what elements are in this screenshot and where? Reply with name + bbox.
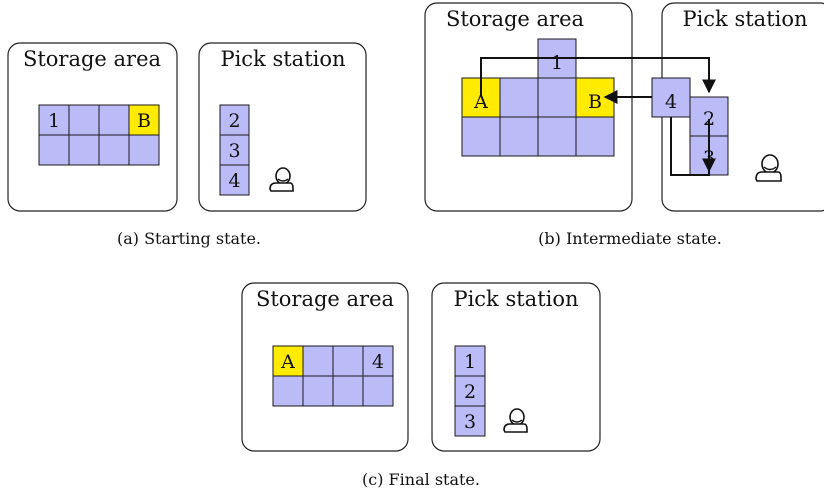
panel-a-caption: (a) Starting state. [117, 229, 261, 248]
panel-c-grid-cell-4 [362, 345, 394, 377]
panel-b-arrow-a-to-pick-station [480, 57, 716, 96]
panel-b-label-b: B [588, 91, 602, 113]
panel-a-grid-cell [38, 134, 70, 166]
panel-c-grid-cell [302, 375, 334, 407]
operator-icon [503, 408, 528, 433]
operator-icon [755, 154, 782, 182]
panel-a-grid-cell [98, 104, 130, 136]
panel-b-grid-cell [537, 77, 577, 118]
panel-c-queue-bin-1 [454, 345, 486, 377]
panel-c-grid-cell [362, 375, 394, 407]
panel-a-queue-bin-4 [219, 164, 250, 196]
panel-c-grid-cell [302, 345, 334, 377]
panel-a-grid-cell [98, 134, 130, 166]
panel-a-label-b: B [137, 110, 151, 132]
panel-c-grid-cell-a [272, 345, 304, 377]
panel-a-grid-cell [68, 134, 100, 166]
panel-b-arrow-queue-down [670, 117, 716, 176]
panel-a-label-1: 1 [48, 110, 60, 132]
panel-b-grid-cell [575, 116, 615, 157]
panel-a-grid-cell [128, 134, 160, 166]
panel-b-grid-cell [537, 116, 577, 157]
panel-c-queue-bin-3 [454, 405, 486, 437]
panel-c-pick-title: Pick station [453, 287, 578, 311]
panel-a-label-3: 3 [228, 140, 240, 162]
panel-c-label-a: A [280, 351, 295, 373]
panel-b-label-a: A [473, 91, 488, 113]
panel-c-queue-bin-2 [454, 375, 486, 407]
panel-b-intermediate-state: Storage area Pick station 1 A B 4 2 3 [424, 2, 824, 248]
panel-b-storage-title: Storage area [446, 7, 584, 31]
operator-icon [269, 167, 294, 192]
panel-c-caption: (c) Final state. [362, 470, 480, 489]
panel-a-pick-title: Pick station [220, 47, 345, 71]
panel-b-caption: (b) Intermediate state. [538, 229, 722, 248]
panel-b-label-4: 4 [665, 91, 677, 113]
panel-c-label-3: 3 [464, 411, 476, 433]
panel-c-final-state: Storage area Pick station A 4 1 2 3 (c) … [241, 282, 601, 489]
panel-a-label-4: 4 [228, 170, 240, 192]
panel-a-grid-cell-b [128, 104, 160, 136]
panel-b-grid-cell [499, 116, 539, 157]
panel-a-grid-cell [68, 104, 100, 136]
panel-a-label-2: 2 [228, 110, 240, 132]
panel-b-label-1: 1 [551, 52, 563, 74]
panel-b-grid-cell [499, 77, 539, 118]
panel-c-label-4: 4 [372, 351, 384, 373]
panel-b-grid-cell [461, 116, 501, 157]
panel-c-label-2: 2 [464, 381, 476, 403]
panel-c-grid-cell [332, 345, 364, 377]
panel-c-grid-cell [272, 375, 304, 407]
panel-a-storage-title: Storage area [23, 47, 161, 71]
panel-c-label-1: 1 [464, 351, 476, 373]
panel-a-queue-bin-2 [219, 104, 250, 136]
panel-a-starting-state: Storage area Pick station 1 B 2 3 4 (a) … [7, 42, 367, 248]
panel-c-storage-title: Storage area [256, 287, 394, 311]
panel-b-pick-title: Pick station [682, 7, 807, 31]
panel-c-grid-cell [332, 375, 364, 407]
